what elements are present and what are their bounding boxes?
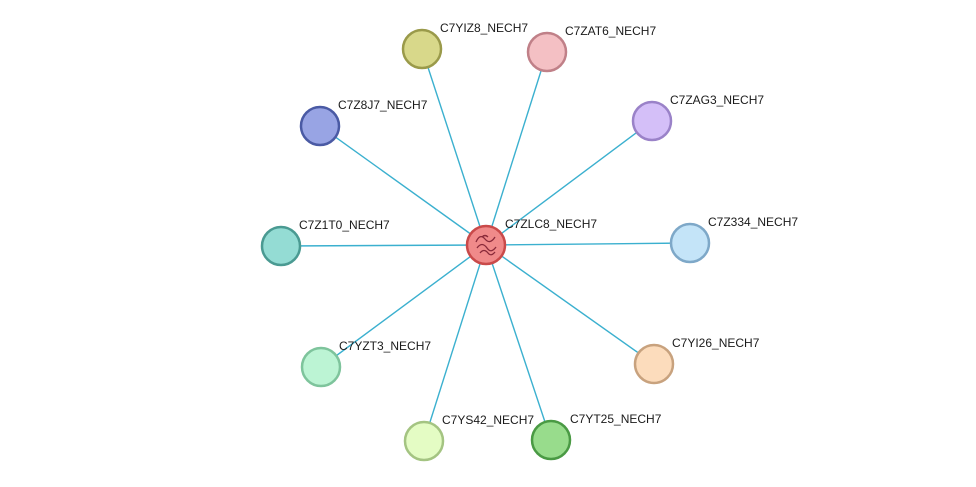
node-circle[interactable] <box>633 343 675 385</box>
edge-c7zag3-nech7 <box>485 120 653 246</box>
node-circle[interactable] <box>526 31 568 73</box>
node-c7z1t0-nech7[interactable]: C7Z1T0_NECH7 <box>260 218 390 267</box>
node-c7yzt3-nech7[interactable]: C7YZT3_NECH7 <box>300 339 431 388</box>
node-circle[interactable] <box>403 420 445 462</box>
edge-c7yt25-nech7 <box>485 244 552 441</box>
node-label: C7YZT3_NECH7 <box>339 339 431 353</box>
node-c7yiz8-nech7[interactable]: C7YIZ8_NECH7 <box>401 21 528 70</box>
node-label: C7Z8J7_NECH7 <box>338 98 428 112</box>
node-label: C7Z1T0_NECH7 <box>299 218 390 232</box>
node-c7ys42-nech7[interactable]: C7YS42_NECH7 <box>403 413 534 462</box>
edge-c7ys42-nech7 <box>423 244 487 442</box>
node-circle[interactable] <box>401 28 443 70</box>
protein-structure-icon <box>475 234 497 256</box>
edges-layer <box>280 48 691 442</box>
node-label: C7YS42_NECH7 <box>442 413 534 427</box>
node-label: C7ZAT6_NECH7 <box>565 24 656 38</box>
node-label: C7YT25_NECH7 <box>570 412 662 426</box>
node-circle[interactable] <box>465 224 507 266</box>
node-label: C7ZLC8_NECH7 <box>505 217 597 231</box>
edge-c7yiz8-nech7 <box>421 48 487 246</box>
node-c7zag3-nech7[interactable]: C7ZAG3_NECH7 <box>631 93 764 142</box>
edge-c7z1t0-nech7 <box>280 244 487 247</box>
edge-c7z334-nech7 <box>485 242 691 246</box>
node-c7zat6-nech7[interactable]: C7ZAT6_NECH7 <box>526 24 656 73</box>
edge-c7z8j7-nech7 <box>319 125 487 246</box>
node-c7yi26-nech7[interactable]: C7YI26_NECH7 <box>633 336 760 385</box>
edge-c7yzt3-nech7 <box>320 244 487 368</box>
edge-c7zat6-nech7 <box>485 51 548 246</box>
node-c7z8j7-nech7[interactable]: C7Z8J7_NECH7 <box>299 98 428 147</box>
node-label: C7YIZ8_NECH7 <box>440 21 528 35</box>
node-circle[interactable] <box>669 222 711 264</box>
node-c7zlc8-nech7[interactable]: C7ZLC8_NECH7 <box>465 217 597 266</box>
node-label: C7ZAG3_NECH7 <box>670 93 764 107</box>
node-circle[interactable] <box>299 105 341 147</box>
node-circle[interactable] <box>300 346 342 388</box>
node-circle[interactable] <box>631 100 673 142</box>
node-circle[interactable] <box>260 225 302 267</box>
node-label: C7Z334_NECH7 <box>708 215 798 229</box>
node-label: C7YI26_NECH7 <box>672 336 760 350</box>
node-circle[interactable] <box>530 419 572 461</box>
node-c7z334-nech7[interactable]: C7Z334_NECH7 <box>669 215 798 264</box>
edge-c7yi26-nech7 <box>485 244 655 365</box>
node-c7yt25-nech7[interactable]: C7YT25_NECH7 <box>530 412 662 461</box>
